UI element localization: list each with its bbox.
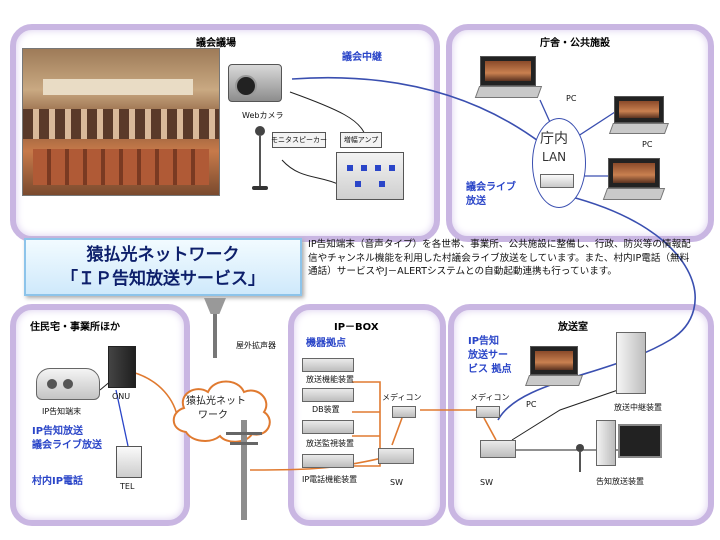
db-device-label: DB装置 xyxy=(312,405,340,414)
broadcast-device-rack xyxy=(302,358,354,372)
studio-hub-label-b: 放送サー xyxy=(468,350,508,361)
link-sw-mc1 xyxy=(391,417,403,446)
web-camera-label: Webカメラ xyxy=(242,111,284,120)
panel-studio-title: 放送室 xyxy=(558,322,588,333)
outdoor-speaker-label: 屋外拡声器 xyxy=(236,341,276,350)
mixer-icon xyxy=(336,152,404,200)
studio-switch-icon xyxy=(480,440,516,458)
laptop-icon-3 xyxy=(602,158,666,200)
ip-phone-service-label: 村内IP電話 xyxy=(32,476,84,487)
title-line-2: 「ＩＰ告知放送サービス」 xyxy=(61,269,265,289)
link-network-pole xyxy=(249,457,383,471)
lan-label-a: 庁内 xyxy=(540,131,568,147)
ipbox-mediacon-label: メディコン xyxy=(382,393,422,402)
panel-ipbox-title: IP－BOX xyxy=(334,322,379,333)
studio-switch-label: SW xyxy=(480,478,493,487)
title-box: 猿払光ネットワーク 「ＩＰ告知放送サービス」 xyxy=(24,238,302,296)
panel-ipbox xyxy=(288,304,446,526)
lan-label-b: LAN xyxy=(542,150,567,164)
monitor-device-rack xyxy=(302,420,354,434)
service-description: IP告知端末（音声タイプ）を各世帯、事業所、公共施設に整備し、行政、防災等の情報… xyxy=(308,239,691,277)
laptop-icon-2 xyxy=(609,96,669,134)
network-hub-icon xyxy=(540,174,574,188)
monitor-device-label: 放送監視装置 xyxy=(306,439,354,448)
panel-resident xyxy=(10,304,190,526)
studio-mediacon-label: メディコン xyxy=(470,393,510,402)
pc-label-1: PC xyxy=(566,94,577,103)
tel-label: TEL xyxy=(120,482,135,491)
onu-icon xyxy=(108,346,136,388)
monitor-icon xyxy=(618,424,662,458)
link-speaker-amp xyxy=(281,159,341,186)
studio-microphone-icon xyxy=(574,444,586,474)
studio-mediacon-icon xyxy=(476,406,500,418)
live-broadcast-label-b: 放送 xyxy=(466,196,486,207)
ipbox-switch-label: SW xyxy=(390,478,403,487)
tower-pc-icon xyxy=(596,420,616,466)
relay-device-label: 放送中継装置 xyxy=(614,403,662,412)
db-device-rack xyxy=(302,388,354,402)
laptop-icon-1 xyxy=(474,56,542,98)
link-mc2-sw2 xyxy=(483,417,497,441)
ipbox-switch-icon xyxy=(378,448,414,464)
live-broadcast-label: 議会ライブ放送 xyxy=(32,440,102,451)
panel-chamber-title: 議会議場 xyxy=(196,38,236,49)
ipbox-hub-label: 機器拠点 xyxy=(306,338,346,349)
ip-terminal-icon xyxy=(36,368,100,400)
ip-broadcast-label: IP告知放送 xyxy=(32,426,84,437)
lan-ellipse xyxy=(532,118,586,208)
title-line-1: 猿払光ネットワーク xyxy=(86,245,240,265)
telephone-icon xyxy=(116,446,142,478)
link-lan-studio xyxy=(497,195,696,421)
panel-office-title: 庁舎・公共施設 xyxy=(540,38,610,49)
studio-hub-label-a: IP告知 xyxy=(468,336,500,347)
utility-pole-icon xyxy=(226,420,262,520)
web-camera-icon xyxy=(228,64,282,102)
live-broadcast-label-a: 議会ライブ xyxy=(466,182,516,193)
chamber-relay-label: 議会中継 xyxy=(342,52,382,63)
amplifier-box: 増幅アンプ xyxy=(340,132,382,148)
ip-terminal-label: IP告知端末 xyxy=(42,407,82,416)
network-cloud-label-2: ワーク xyxy=(198,410,228,421)
broadcast-device-label: 放送機能装置 xyxy=(306,375,354,384)
studio-laptop-icon xyxy=(525,346,583,386)
link-camera-amp xyxy=(289,91,366,136)
outdoor-speaker-icon xyxy=(200,298,230,358)
studio-pc-label: PC xyxy=(526,400,537,409)
ipbox-mediacon-icon xyxy=(392,406,416,418)
studio-hub-label-c: ビス 拠点 xyxy=(468,364,512,375)
pc-label-2: PC xyxy=(642,140,653,149)
link-camera-lan xyxy=(291,76,551,151)
onu-label: ONU xyxy=(112,392,131,401)
microphone-icon xyxy=(252,126,270,192)
link-onu-tel xyxy=(115,389,129,447)
announce-device-label: 告知放送装置 xyxy=(596,477,644,486)
link-ipbox-devs xyxy=(352,381,381,467)
chamber-photo xyxy=(22,48,220,196)
ip-phone-device-label: IP電話機能装置 xyxy=(302,475,358,484)
monitor-speaker-box: モニタスピーカー xyxy=(271,132,327,148)
network-cloud-label-1: 猿払光ネット xyxy=(186,396,246,407)
panel-resident-title: 住民宅・事業所ほか xyxy=(30,322,120,333)
ip-phone-device-rack xyxy=(302,454,354,468)
relay-server-icon xyxy=(616,332,646,394)
